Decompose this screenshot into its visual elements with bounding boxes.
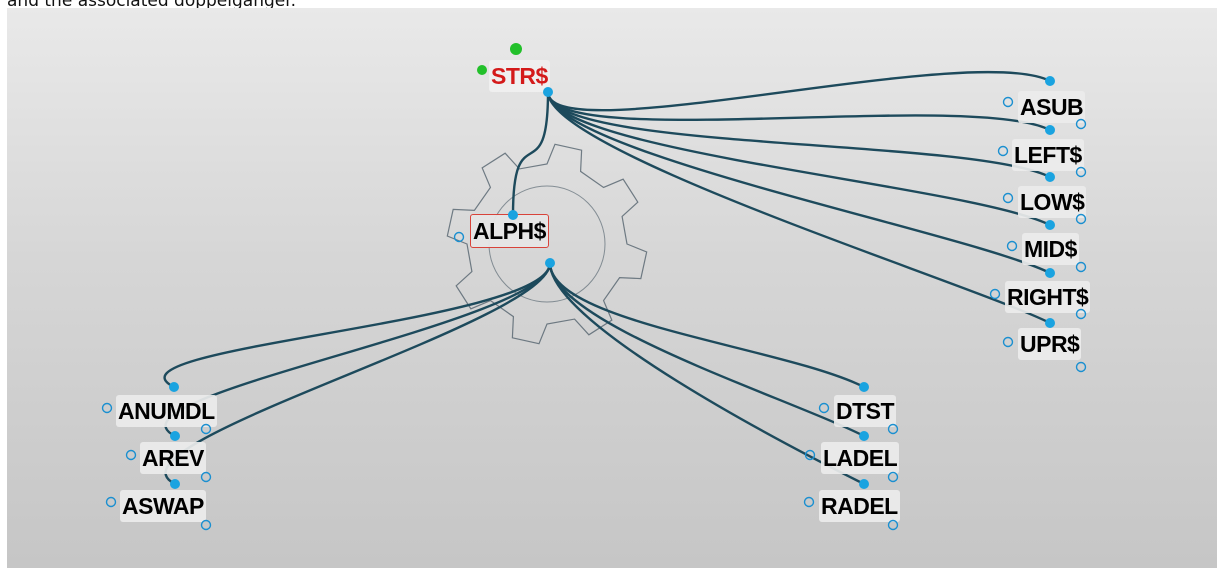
hollow-port-ring-icon	[453, 231, 465, 243]
node-arev[interactable]: AREV	[140, 442, 206, 474]
hollow-port-ring-icon	[1002, 192, 1014, 204]
hollow-port-ring-icon	[887, 471, 899, 483]
edge-root-mid	[546, 91, 1051, 227]
ports-layer	[101, 43, 1087, 531]
node-right[interactable]: RIGHT$	[1005, 281, 1091, 313]
input-port	[859, 382, 869, 392]
output-port	[543, 87, 553, 97]
hollow-port-ring-icon	[101, 402, 113, 414]
green-dot-icon	[510, 43, 522, 55]
hollow-port-ring-icon	[200, 423, 212, 435]
input-port	[1045, 125, 1055, 135]
node-aswap[interactable]: ASWAP	[120, 490, 206, 522]
hollow-port-ring-icon	[1075, 118, 1087, 130]
edge-sel-ladel	[548, 262, 865, 438]
input-port	[169, 382, 179, 392]
hollow-port-ring-icon	[1075, 308, 1087, 320]
input-port	[859, 431, 869, 441]
hollow-port-ring-icon	[1002, 96, 1014, 108]
input-port	[1045, 172, 1055, 182]
input-port	[170, 431, 180, 441]
input-port	[1045, 76, 1055, 86]
gear-outline-icon	[446, 143, 648, 345]
hollow-port-ring-icon	[887, 519, 899, 531]
input-port	[859, 479, 869, 489]
node-mid[interactable]: MID$	[1022, 233, 1079, 265]
input-port	[1045, 318, 1055, 328]
hollow-port-ring-icon	[818, 402, 830, 414]
hollow-port-ring-icon	[200, 519, 212, 531]
hollow-port-ring-icon	[1075, 166, 1087, 178]
hollow-port-ring-icon	[803, 496, 815, 508]
edge-root-left	[546, 91, 1051, 132]
hollow-port-ring-icon	[1075, 261, 1087, 273]
hollow-port-ring-icon	[804, 449, 816, 461]
hollow-port-ring-icon	[1002, 336, 1014, 348]
hollow-port-ring-icon	[1075, 361, 1087, 373]
hollow-port-ring-icon	[125, 449, 137, 461]
edge-root-low	[546, 91, 1051, 179]
edge-root-sel	[511, 91, 550, 216]
input-port	[1045, 220, 1055, 230]
caption-text: and the associated doppelganger.	[7, 0, 297, 11]
hollow-port-ring-icon	[997, 145, 1009, 157]
node-alph[interactable]: ALPH$	[470, 214, 549, 248]
node-radel[interactable]: RADEL	[819, 490, 900, 522]
hollow-port-ring-icon	[1006, 240, 1018, 252]
edge-root-upr	[546, 91, 1051, 325]
node-dtst[interactable]: DTST	[834, 395, 897, 427]
graph-canvas[interactable]: STR$ ALPH$ ASUB LEFT$ LOW$ MID$ RIGHT$ U…	[7, 8, 1217, 568]
edge-sel-dtst	[548, 262, 865, 389]
hollow-port-ring-icon	[200, 471, 212, 483]
node-upr[interactable]: UPR$	[1018, 328, 1082, 360]
node-low[interactable]: LOW$	[1018, 186, 1087, 218]
edge-root-right	[546, 91, 1051, 275]
green-dot-icon	[477, 65, 487, 75]
output-port	[545, 258, 555, 268]
node-asub[interactable]: ASUB	[1018, 91, 1086, 123]
input-port	[170, 479, 180, 489]
hollow-port-ring-icon	[1075, 213, 1087, 225]
edge-root-asub	[546, 70, 1051, 112]
input-port	[1045, 268, 1055, 278]
node-str[interactable]: STR$	[489, 60, 550, 92]
node-ladel[interactable]: LADEL	[821, 442, 900, 474]
input-port	[508, 210, 518, 220]
hollow-port-ring-icon	[887, 423, 899, 435]
node-left[interactable]: LEFT$	[1012, 139, 1084, 171]
node-anumdl[interactable]: ANUMDL	[116, 395, 217, 427]
hollow-port-ring-icon	[105, 496, 117, 508]
hollow-port-ring-icon	[989, 288, 1001, 300]
edge-sel-anumdl	[163, 262, 552, 389]
